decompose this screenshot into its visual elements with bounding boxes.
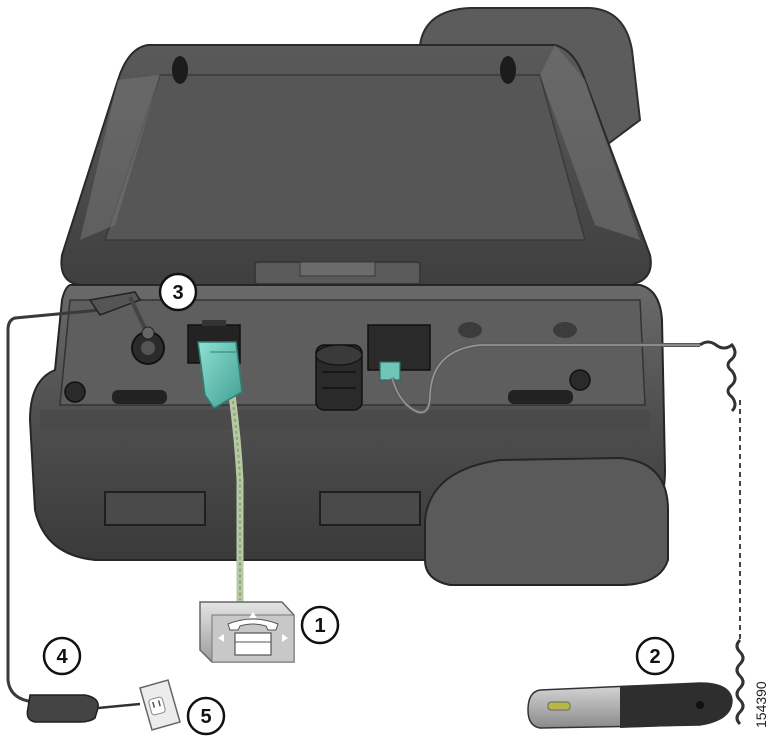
rail-slot-right xyxy=(508,390,573,404)
callout-4: 4 xyxy=(42,636,82,676)
handset xyxy=(527,682,733,729)
network-rj45-plug xyxy=(197,341,243,409)
callout-1: 1 xyxy=(300,605,340,645)
body-ledge xyxy=(40,410,650,430)
callout-5: 5 xyxy=(186,696,226,736)
wall-outlet xyxy=(139,679,181,731)
handset-rest xyxy=(424,456,669,586)
network-wall-jack xyxy=(199,601,295,663)
wall-mount-slot-left xyxy=(172,56,188,84)
callout-2-label: 2 xyxy=(649,646,660,668)
callout-4-label: 4 xyxy=(56,646,68,668)
callout-3-label: 3 xyxy=(172,282,183,304)
foot-slot-left xyxy=(104,491,206,526)
ports xyxy=(131,320,431,411)
phone-left-rib xyxy=(80,75,160,240)
callout-1-label: 1 xyxy=(314,615,325,637)
handset-port xyxy=(367,324,431,381)
foot-slot-center xyxy=(319,491,421,526)
network-jack-phone-icon xyxy=(218,612,288,656)
power-adapter xyxy=(26,694,141,723)
power-cord xyxy=(6,300,121,704)
wall-mount-slot-right xyxy=(500,56,516,84)
phone-right-rib xyxy=(540,45,640,240)
cables xyxy=(6,291,745,731)
power-plug xyxy=(88,291,155,340)
callout-2: 2 xyxy=(635,636,675,676)
handset-cord-coil-top xyxy=(699,340,737,413)
figure-id: 154390 xyxy=(753,681,769,728)
callout-5-label: 5 xyxy=(200,706,211,728)
aux-connector xyxy=(315,344,363,411)
phone-stand-recess xyxy=(103,74,586,241)
rail-slot-left xyxy=(112,390,167,404)
callouts: 1 2 3 4 5 xyxy=(42,272,675,736)
handset-cord-coil-bottom xyxy=(735,638,745,726)
screw-left xyxy=(64,381,86,403)
power-port xyxy=(131,331,165,365)
screw-right xyxy=(569,369,591,391)
callout-3: 3 xyxy=(158,272,198,312)
